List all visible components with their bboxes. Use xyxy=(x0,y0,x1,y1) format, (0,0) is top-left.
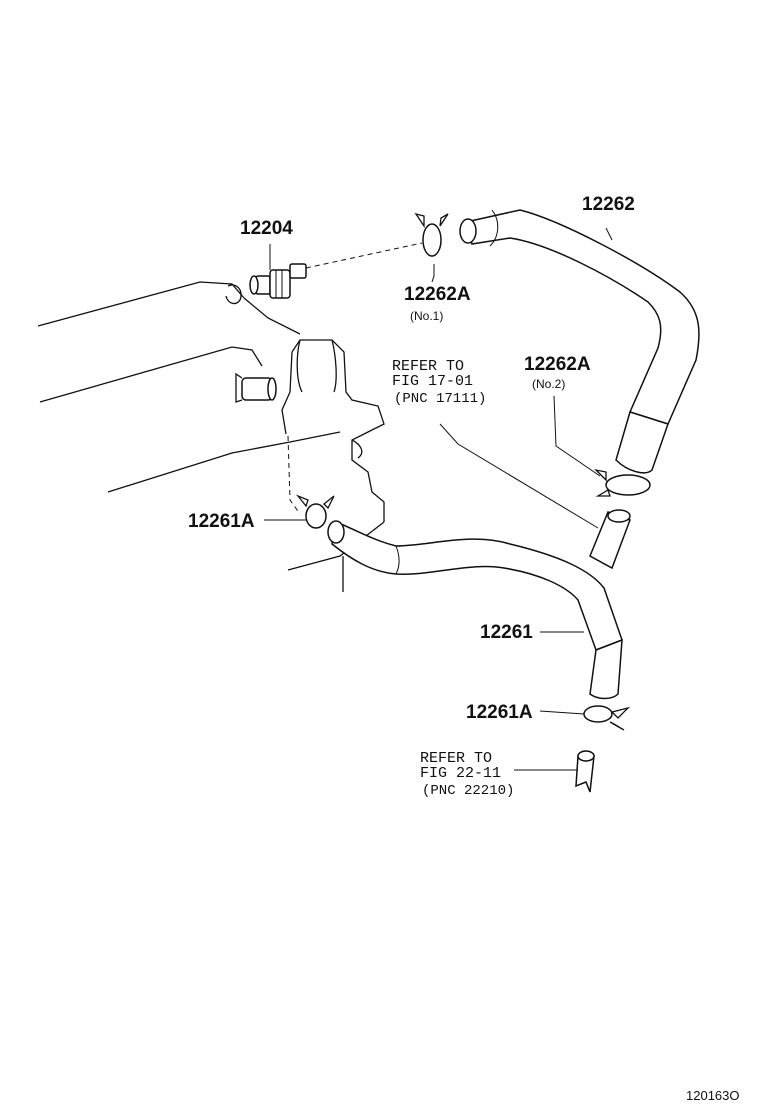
refer-note-2-line1: REFER TO xyxy=(420,750,492,767)
leader-lines xyxy=(264,227,613,771)
engine-cover-outline xyxy=(37,281,385,592)
label-12262: 12262 xyxy=(582,194,635,215)
refer-note-fig-17-01: REFER TO FIG 17-01 (PNC 17111) xyxy=(392,358,486,407)
hose-clip-12261a-top xyxy=(295,494,335,529)
label-12204: 12204 xyxy=(240,218,293,239)
label-12262a-no2-note: (No.2) xyxy=(532,377,565,391)
refer-note-fig-22-11: REFER TO FIG 22-11 (PNC 22210) xyxy=(420,750,514,799)
label-12261a-bottom: 12261A xyxy=(466,702,533,723)
refer-note-1-line1: REFER TO xyxy=(392,358,464,375)
label-12262a-no1-note: (No.1) xyxy=(410,309,443,323)
label-12261: 12261 xyxy=(480,622,533,643)
illustration-code: 120163O xyxy=(686,1088,740,1103)
hose-clip-12262a-no1 xyxy=(414,212,449,257)
pipe-fitting xyxy=(575,750,595,793)
label-12261a-top: 12261A xyxy=(188,511,255,532)
label-12262a-no1: 12262A xyxy=(404,284,471,305)
refer-note-1-line3: (PNC 17111) xyxy=(394,391,486,407)
pcv-valve-12204 xyxy=(249,263,307,299)
refer-note-1-line2: FIG 17-01 xyxy=(392,373,473,390)
dashed-leader-12204 xyxy=(305,242,423,269)
refer-note-2-line2: FIG 22-11 xyxy=(420,765,501,782)
hose-clip-12261a-bottom xyxy=(583,705,631,731)
refer-note-2-line3: (PNC 22210) xyxy=(422,783,514,799)
label-12262a-no2: 12262A xyxy=(524,354,591,375)
ventilation-hose-12261 xyxy=(327,509,631,700)
ventilation-hose-12262 xyxy=(459,209,700,474)
dashed-leader-12261a-top xyxy=(287,435,301,515)
hose-clip-12262a-no2 xyxy=(594,468,651,497)
